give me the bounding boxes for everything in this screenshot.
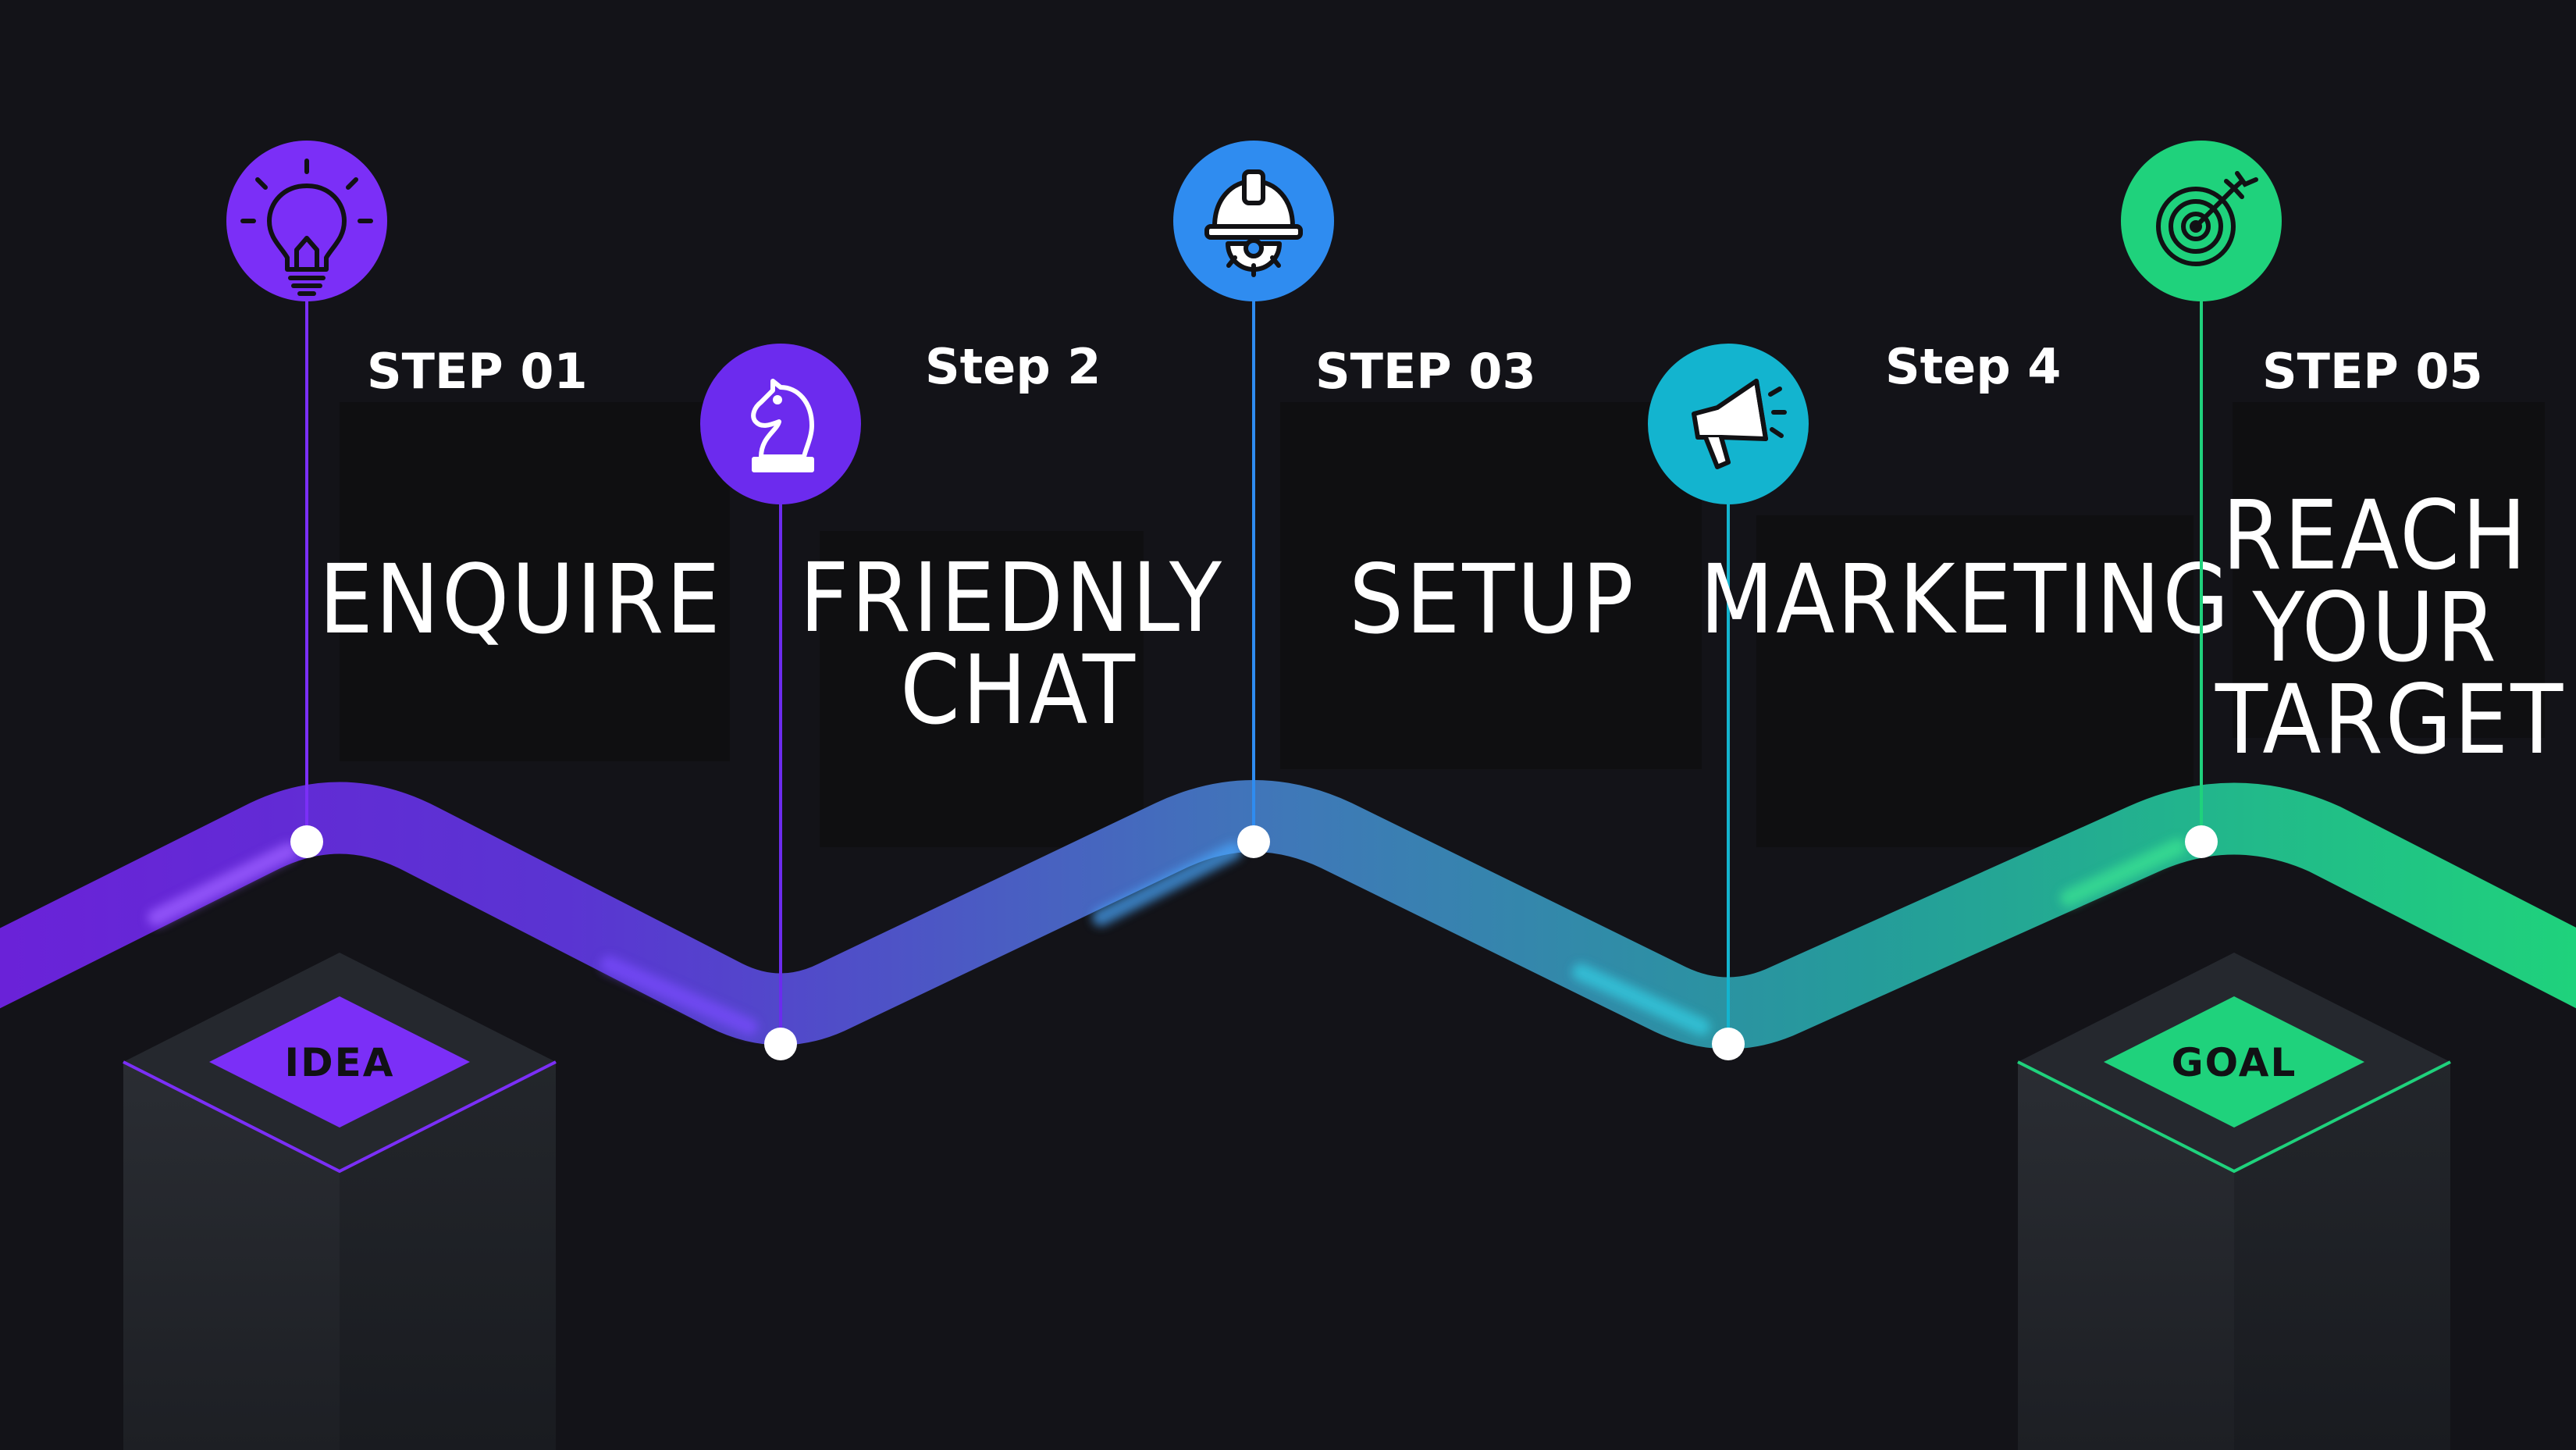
road-highlight <box>148 843 297 926</box>
step-4-title-line: MARKETING <box>1700 544 2232 655</box>
step-4: Step 4 MARKETING <box>1648 338 2232 1060</box>
step-3: STEP 03 SETUP <box>1173 141 1636 858</box>
goal-badge <box>2104 996 2364 1128</box>
road-highlights <box>148 839 2186 1035</box>
chess-knight-icon <box>751 379 814 472</box>
idea-pillar: IDEA <box>123 953 557 1450</box>
step-1-title: ENQUIRE <box>318 544 722 655</box>
step-5-label: STEP 05 <box>2262 343 2483 400</box>
step-5-title-line-2: YOUR <box>2251 572 2498 683</box>
pillar-edge-glow <box>2017 1060 2451 1174</box>
step-2-title: FRIEDNLY CHAT <box>799 543 1254 746</box>
pillar-right-face <box>2234 1062 2450 1450</box>
pillar-left-face <box>2018 1062 2234 1450</box>
text-panel-3 <box>1280 402 1702 769</box>
step-5: STEP 05 REACH YOUR TARGET <box>2121 141 2565 858</box>
idea-badge <box>209 996 470 1128</box>
step-5-title-line-1: REACH <box>2222 480 2529 591</box>
step-1-road-dot <box>290 825 323 858</box>
road-highlight <box>600 956 758 1035</box>
text-panel-2 <box>820 531 1144 847</box>
text-panels <box>340 402 2545 847</box>
step-4-label: Step 4 <box>1885 338 2061 395</box>
lightbulb-icon <box>240 159 373 296</box>
step-3-road-dot <box>1237 825 1270 858</box>
road-highlight <box>1572 964 1710 1035</box>
step-2-title-line-2: CHAT <box>900 635 1137 746</box>
step-4-road-dot <box>1712 1028 1745 1060</box>
text-panel-5 <box>2233 402 2545 738</box>
step-5-title: REACH YOUR TARGET <box>2215 480 2565 775</box>
idea-label: IDEA <box>285 1040 395 1085</box>
road-highlight <box>2060 839 2186 907</box>
step-1-title-line: ENQUIRE <box>318 544 722 655</box>
step-5-title-line-3: TARGET <box>2215 664 2565 775</box>
text-panel-1 <box>340 402 730 761</box>
step-5-road-dot <box>2185 825 2218 858</box>
road-highlight <box>1092 843 1242 926</box>
step-1-icon-circle <box>226 141 387 301</box>
pillar-right-face <box>340 1062 556 1450</box>
target-arrow-icon <box>2156 171 2258 266</box>
megaphone-icon <box>1692 379 1787 469</box>
hardhat-gear-icon <box>1204 169 1303 277</box>
step-3-title: SETUP <box>1349 544 1636 655</box>
step-2-label: Step 2 <box>925 338 1101 395</box>
step-4-title: MARKETING <box>1700 544 2232 655</box>
step-1-label: STEP 01 <box>367 343 588 400</box>
pillar-edge-glow <box>123 1060 557 1174</box>
step-2-road-dot <box>764 1028 797 1060</box>
step-1: STEP 01 ENQUIRE <box>226 141 722 858</box>
text-panel-4 <box>1756 515 2194 847</box>
pillar-left-face <box>123 1062 340 1450</box>
step-2-title-line-1: FRIEDNLY <box>799 543 1224 654</box>
step-3-label: STEP 03 <box>1315 343 1536 400</box>
goal-label: GOAL <box>2172 1040 2297 1085</box>
goal-pillar: GOAL <box>2017 953 2451 1450</box>
step-3-title-line: SETUP <box>1349 544 1636 655</box>
step-2: Step 2 FRIEDNLY CHAT <box>700 338 1254 1060</box>
